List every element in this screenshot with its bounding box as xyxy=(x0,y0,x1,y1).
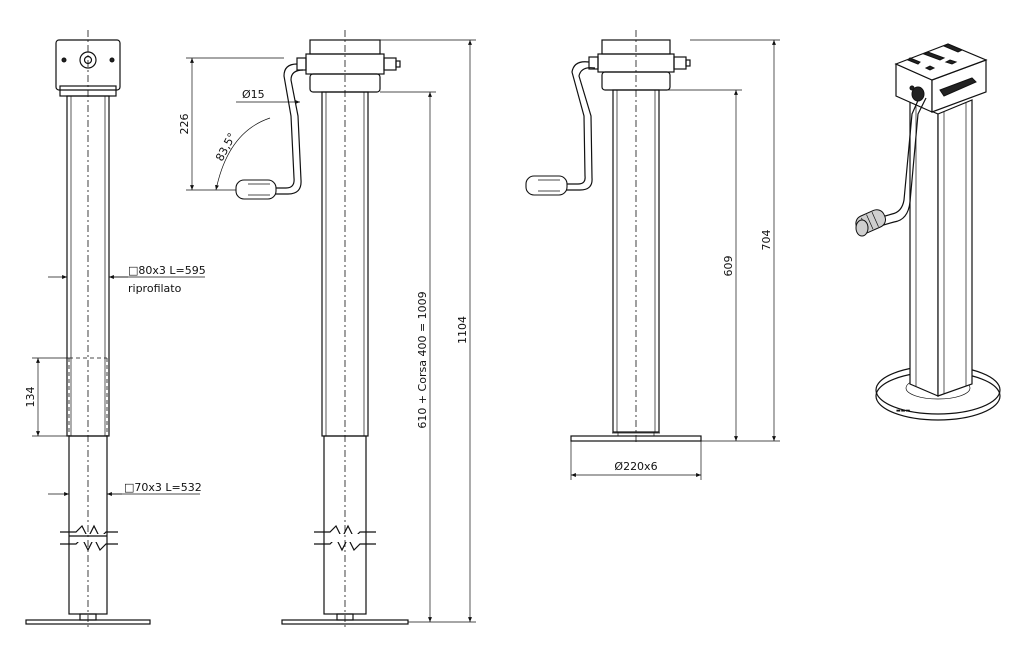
retracted-height-label: 609 xyxy=(722,256,735,277)
foot-plate-label: Ø220x6 xyxy=(614,460,657,473)
overlap-label: 134 xyxy=(24,387,37,408)
outer-tube-label: □80x3 L=595 xyxy=(128,264,206,277)
side-view-left: □80x3 L=595 riprofilato □70x3 L=532 134 xyxy=(24,30,206,630)
iso-base-mark: ▬▬▬ xyxy=(896,408,910,414)
outer-tube-note: riprofilato xyxy=(128,282,182,295)
crank-arm xyxy=(566,61,590,185)
head-height-label: 704 xyxy=(760,230,773,251)
iso-column xyxy=(909,101,939,397)
travel-label: 610 + Corsa 400 = 1009 xyxy=(416,291,429,428)
retracted-view: 609 704 Ø220x6 xyxy=(525,30,780,480)
isometric-view: ▬▬▬ xyxy=(855,43,1001,421)
crank-angle-label: 83,5° xyxy=(213,131,239,164)
total-height-label: 1104 xyxy=(456,316,469,344)
iso-crank-arm xyxy=(877,95,921,219)
crank-grip xyxy=(235,179,277,200)
outer-tube xyxy=(321,91,369,437)
crank-arm xyxy=(275,63,298,189)
front-view-crank: 226 Ø15 83,5° 610 + Corsa 400 = 1009 110… xyxy=(178,30,476,630)
crank-grip xyxy=(525,175,568,196)
crank-height-label: 226 xyxy=(178,114,191,135)
foot-plate xyxy=(570,435,702,442)
inner-tube-label: □70x3 L=532 xyxy=(124,481,202,494)
shaft-diameter-label: Ø15 xyxy=(242,88,265,101)
